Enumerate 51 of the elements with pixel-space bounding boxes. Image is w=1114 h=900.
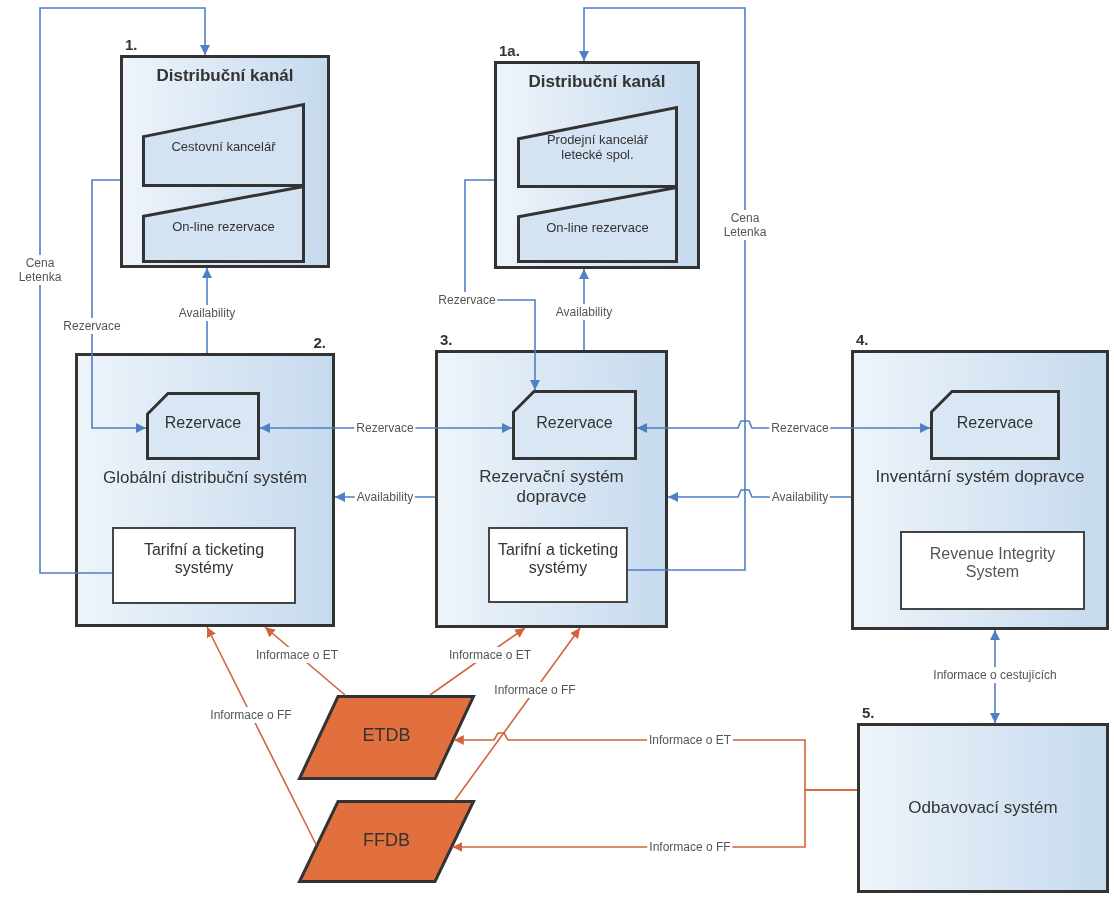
number-label: 1. xyxy=(125,36,138,53)
number-label: 1a. xyxy=(499,42,520,59)
database-parallelogram xyxy=(298,695,475,780)
notched-box xyxy=(512,390,637,460)
database-parallelogram xyxy=(298,800,475,883)
box-label: Tarifní a ticketing systémy xyxy=(496,541,620,577)
panel-title: Inventární systém dopravce xyxy=(874,467,1086,487)
box-label: Revenue Integrity System xyxy=(928,545,1057,581)
number-label: 2. xyxy=(313,334,326,351)
box-label: Rezervace xyxy=(955,414,1035,432)
manual-input-box xyxy=(142,103,305,187)
edge-label: Availability xyxy=(769,489,831,505)
notched-box xyxy=(930,390,1060,460)
panel-title: Odbavovací systém xyxy=(907,798,1059,818)
arrow xyxy=(91,179,147,433)
process-box xyxy=(900,531,1085,610)
arrow xyxy=(579,7,746,571)
edge-label: Availability xyxy=(176,305,238,321)
arrow xyxy=(39,7,210,574)
box-label: Cestovní kancelář xyxy=(170,139,277,154)
edge-label: Informace o ET xyxy=(254,647,340,663)
manual-input-box xyxy=(517,186,678,263)
arrow xyxy=(206,626,318,846)
notched-box xyxy=(146,392,260,460)
panel-title: Rezervační systém dopravce xyxy=(478,467,625,507)
box-label: Prodejní kancelář letecké spol. xyxy=(545,132,650,162)
panel-title: Globální distribuční systém xyxy=(101,468,309,488)
edge-label: Availability xyxy=(553,304,615,320)
box-label: FFDB xyxy=(362,830,411,851)
box-label: Tarifní a ticketing systémy xyxy=(142,541,266,577)
box-label: Rezervace xyxy=(535,414,614,432)
edge-label: Informace o ET xyxy=(447,647,533,663)
number-label: 3. xyxy=(440,331,453,348)
box-label: ETDB xyxy=(361,725,412,746)
box-label: On-line rezervace xyxy=(545,220,650,235)
panel-title: Distribuční kanál xyxy=(155,66,295,86)
arrow xyxy=(454,627,581,801)
edge-label: Availability xyxy=(354,489,416,505)
edge-label: Informace o FF xyxy=(208,707,294,723)
manual-input-box xyxy=(517,106,678,188)
process-box xyxy=(488,527,628,603)
panel-title: Distribuční kanál xyxy=(527,72,667,92)
number-label: 4. xyxy=(856,331,869,348)
number-label: 5. xyxy=(862,704,875,721)
process-box xyxy=(112,527,296,604)
box-label: On-line rezervace xyxy=(171,219,276,234)
manual-input-box xyxy=(142,185,305,263)
box-label: Rezervace xyxy=(163,414,243,432)
edge-label: Informace o FF xyxy=(492,682,578,698)
edge-label: Informace o cestujících xyxy=(931,667,1059,683)
edge-label: Rezervace xyxy=(61,318,123,334)
